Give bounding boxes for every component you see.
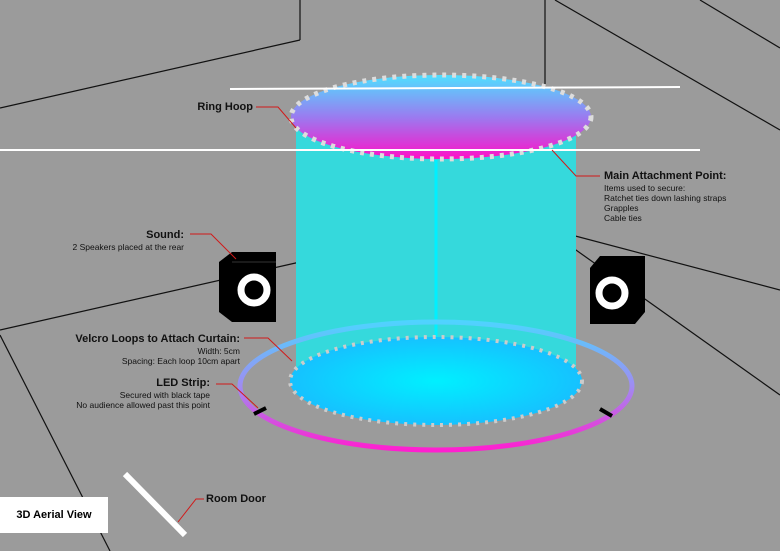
white-beam-top (229, 86, 681, 90)
label-velcro: Velcro Loops to Attach Curtain: Width: 5… (75, 333, 240, 366)
speaker-left (219, 252, 276, 322)
label-ring-hoop: Ring Hoop (197, 101, 253, 113)
label-sound: Sound: 2 Speakers placed at the rear (72, 229, 184, 252)
label-main-attachment: Main Attachment Point: Items used to sec… (604, 170, 727, 223)
speaker-right (590, 256, 645, 324)
leader-lines (177, 106, 600, 523)
tape-right (598, 407, 614, 418)
tape-left (253, 406, 267, 416)
label-room-door: Room Door (206, 493, 266, 505)
ring-hoop (288, 72, 594, 162)
led-strip (237, 319, 635, 453)
view-label: 3D Aerial View (0, 497, 108, 533)
room-door (122, 471, 188, 538)
velcro-ring (288, 335, 584, 427)
label-led-strip: LED Strip: Secured with black tape No au… (76, 377, 210, 410)
